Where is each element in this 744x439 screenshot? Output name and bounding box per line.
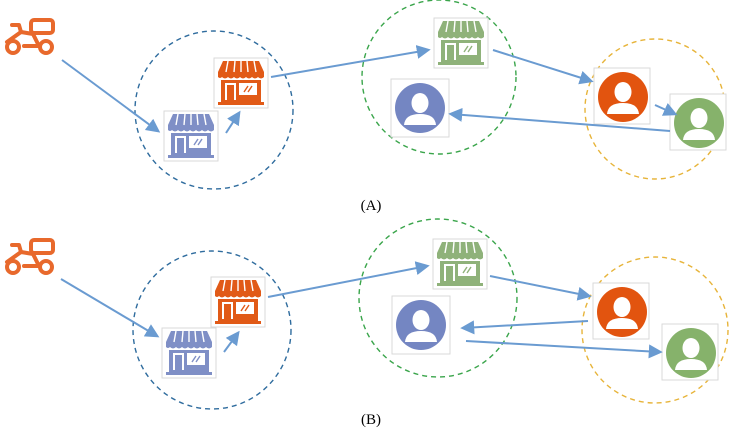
user-green-icon — [669, 93, 727, 151]
arrow-blue-user-to-green-user — [465, 340, 663, 359]
user-orange-icon — [592, 282, 650, 340]
arrow-scooter-to-blue-store — [61, 59, 161, 133]
delivery-scooter-icon — [0, 234, 61, 280]
panel-a: (A) — [0, 0, 727, 214]
arrow-orange-to-green-store — [270, 44, 431, 78]
circle-blue-cluster — [134, 30, 294, 190]
arrow-orange-to-green-store — [267, 261, 430, 298]
store-green-icon — [433, 17, 489, 69]
user-orange-icon — [593, 67, 651, 125]
arrow-orange-to-green-user — [654, 103, 678, 116]
store-orange-icon — [213, 57, 269, 109]
circle-green-cluster — [358, 218, 518, 378]
arrow-green-user-to-blue-user — [448, 107, 671, 132]
store-green-icon — [432, 238, 488, 290]
store-blue-icon — [161, 327, 217, 379]
arrow-green-store-to-orange-user — [492, 49, 594, 85]
caption-a: (A) — [361, 198, 382, 214]
circle-green-cluster — [361, 0, 517, 155]
circle-blue-cluster — [132, 250, 292, 410]
arrow-orange-user-to-blue-user — [460, 320, 589, 335]
arrow-blue-to-orange-store — [223, 330, 240, 353]
user-blue-icon — [391, 295, 451, 355]
delivery-scooter-icon — [0, 14, 61, 60]
store-blue-icon — [163, 110, 219, 162]
arrow-green-store-to-orange-user — [489, 275, 592, 301]
panel-b: (B) — [0, 218, 729, 428]
user-green-icon — [661, 323, 719, 381]
store-orange-icon — [210, 276, 266, 328]
caption-b: (B) — [361, 412, 381, 428]
arrow-blue-to-orange-store — [225, 110, 241, 134]
arrow-scooter-to-blue-store — [60, 278, 160, 338]
user-blue-icon — [390, 78, 450, 138]
circle-yellow-cluster — [581, 256, 729, 404]
